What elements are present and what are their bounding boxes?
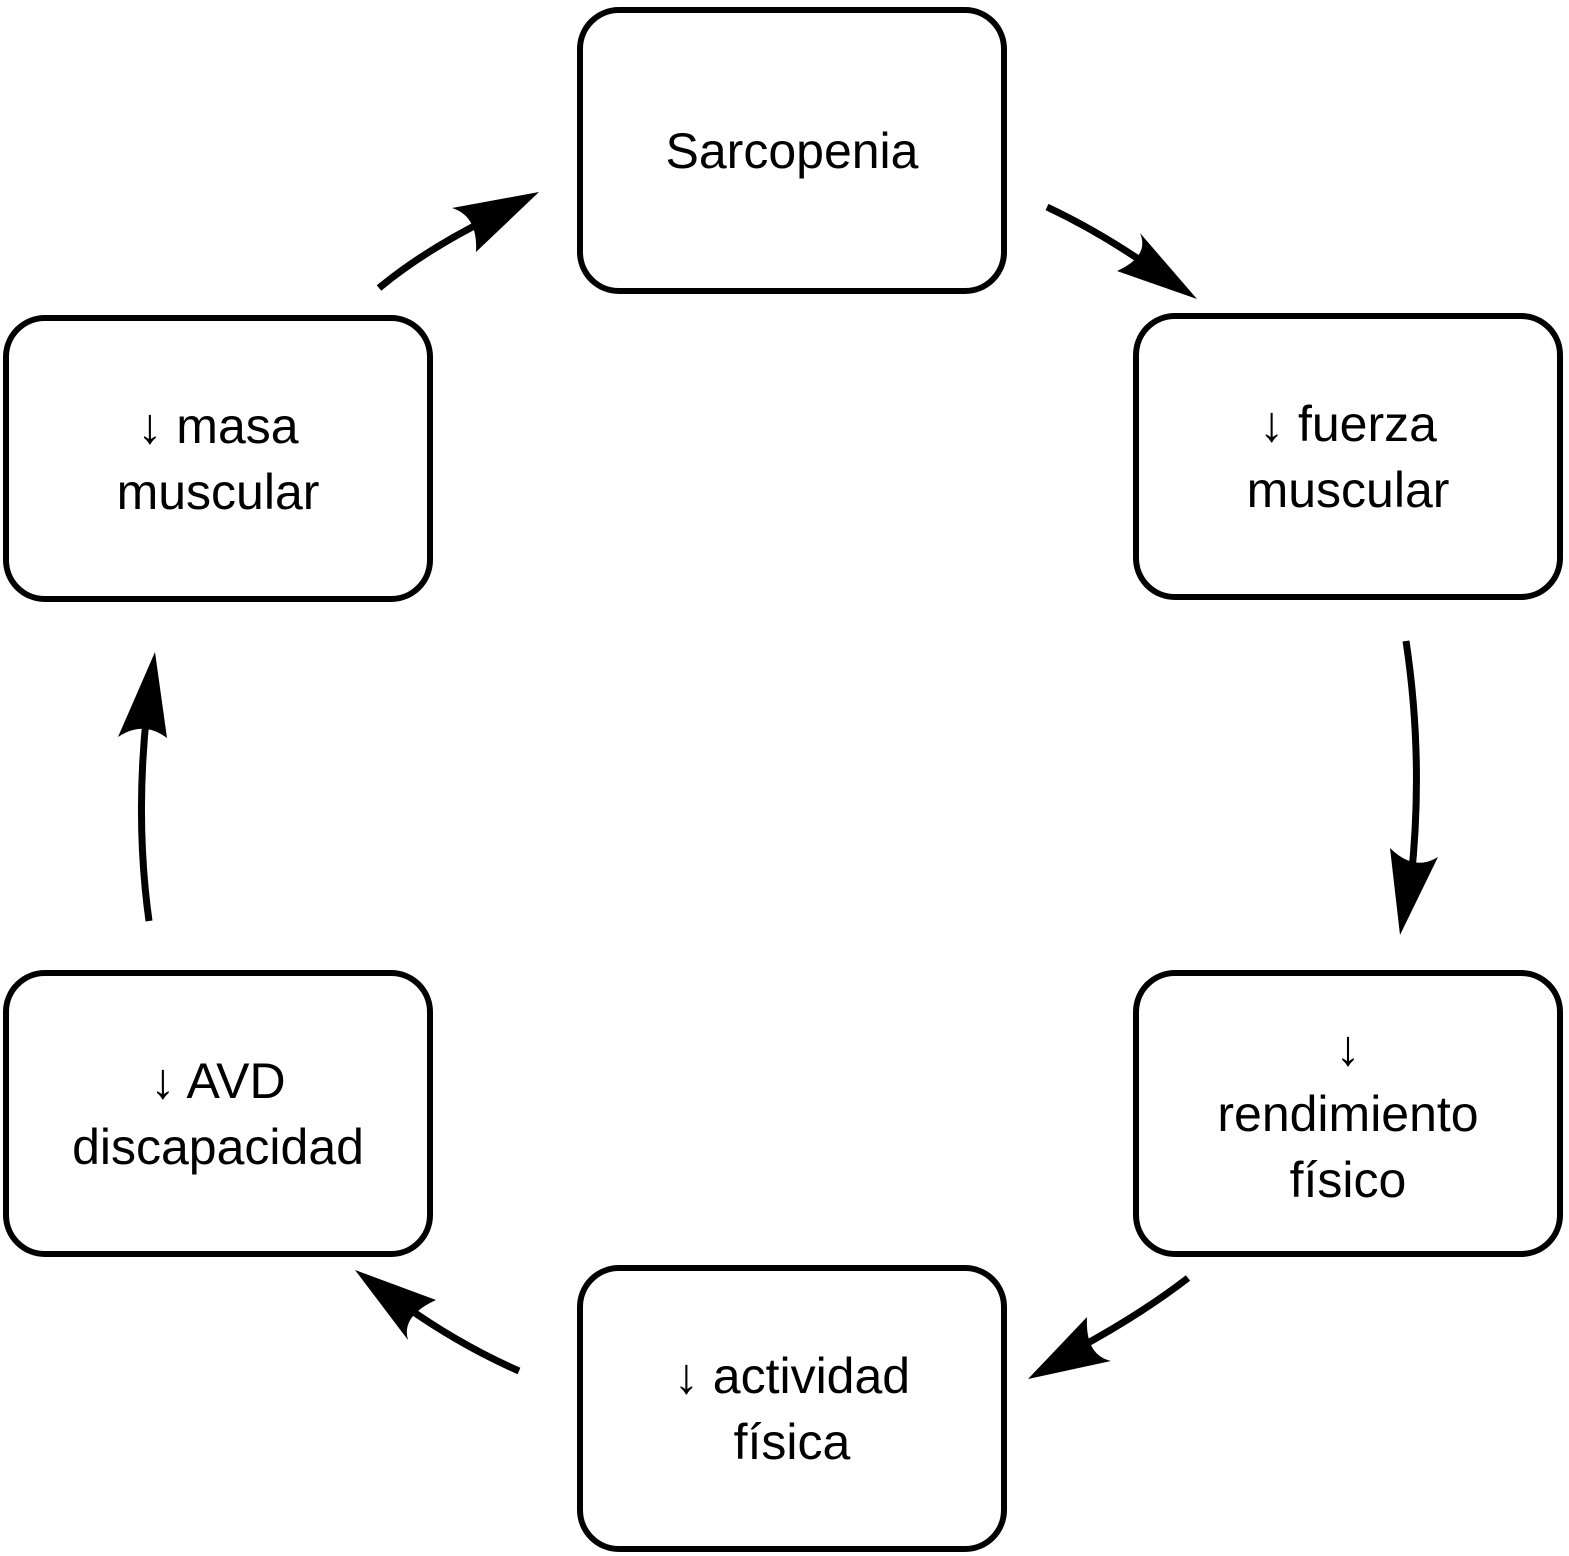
node-fuerza-muscular-label: ↓ fuerza muscular <box>1246 395 1450 518</box>
edge-rendimiento-to-actividad <box>1028 1275 1191 1379</box>
edge-sarcopenia-to-fuerza <box>1045 203 1197 299</box>
node-rendimiento-fisico: ↓ rendimiento físico <box>1133 970 1563 1257</box>
edge-actividad-to-avd <box>355 1270 521 1375</box>
node-masa-muscular: ↓ masa muscular <box>3 315 433 602</box>
node-fuerza-muscular: ↓ fuerza muscular <box>1133 313 1563 600</box>
node-rendimiento-fisico-label: ↓ rendimiento físico <box>1217 1019 1479 1208</box>
node-actividad-fisica: ↓ actividad física <box>577 1265 1007 1552</box>
node-sarcopenia: Sarcopenia <box>577 7 1007 294</box>
node-actividad-fisica-label: ↓ actividad física <box>673 1347 911 1470</box>
edge-fuerza-to-rendimiento <box>1390 640 1438 935</box>
node-avd-discapacidad: ↓ AVD discapacidad <box>3 970 433 1257</box>
node-masa-muscular-label: ↓ masa muscular <box>116 397 320 520</box>
edge-masa-to-sarcopenia <box>376 192 539 291</box>
node-sarcopenia-label: Sarcopenia <box>665 122 919 179</box>
node-avd-discapacidad-label: ↓ AVD discapacidad <box>72 1052 364 1175</box>
edge-avd-to-masa <box>118 652 167 922</box>
